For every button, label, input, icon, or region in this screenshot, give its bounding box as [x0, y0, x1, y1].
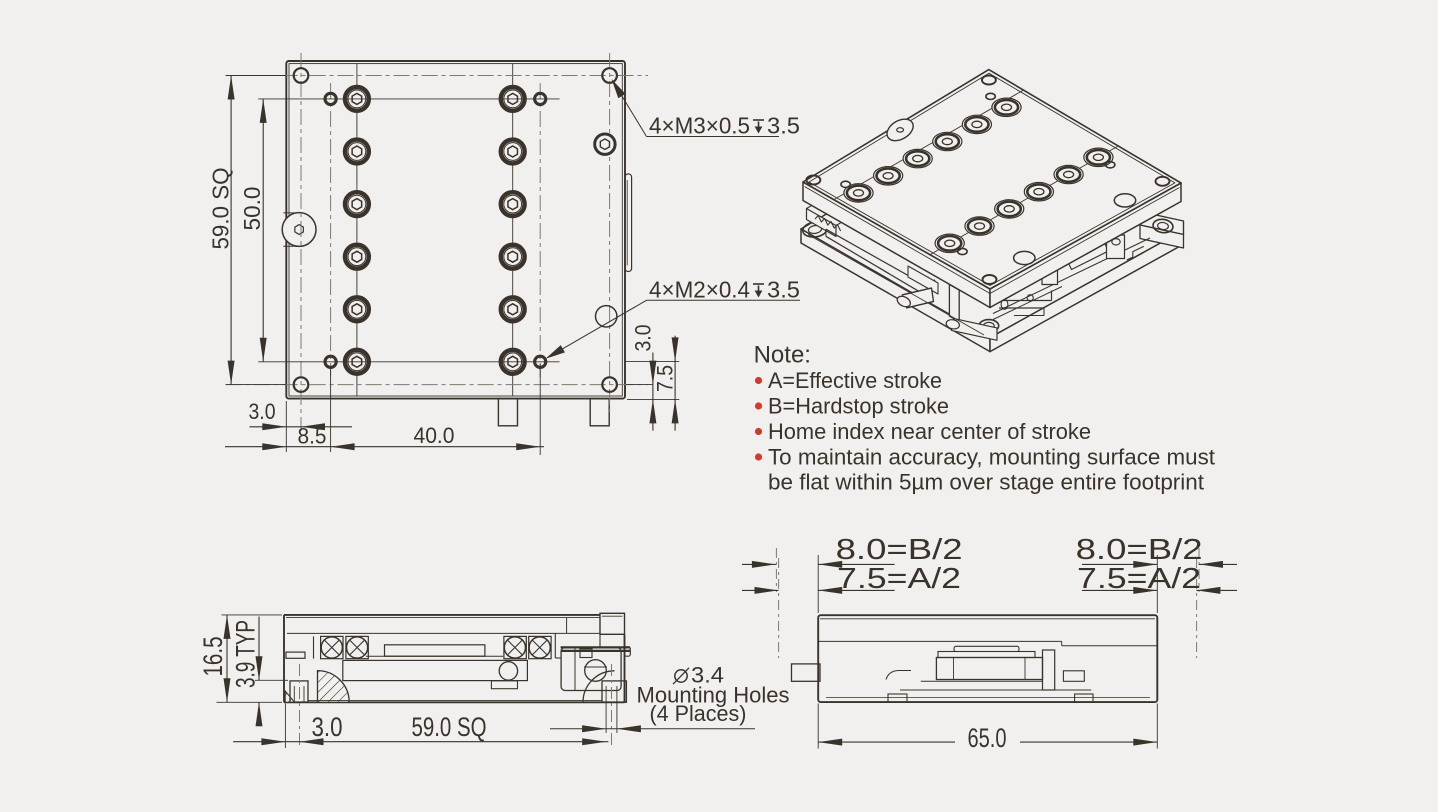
svg-text:(4 Places): (4 Places) [650, 701, 747, 726]
svg-text:8.0=B/2: 8.0=B/2 [1076, 534, 1203, 566]
svg-text:59.0 SQ: 59.0 SQ [208, 168, 234, 250]
svg-text:50.0: 50.0 [239, 187, 265, 231]
svg-text:3.0: 3.0 [312, 712, 343, 742]
svg-text:be flat within 5µm over stage: be flat within 5µm over stage entire foo… [768, 470, 1204, 495]
svg-text:7.5=A/2: 7.5=A/2 [1077, 563, 1201, 595]
svg-text:4×M2×0.4: 4×M2×0.4 [649, 277, 750, 303]
svg-text:Mounting Holes: Mounting Holes [637, 683, 790, 708]
svg-text:3.9 TYP: 3.9 TYP [231, 620, 261, 688]
svg-text:59.0 SQ: 59.0 SQ [412, 712, 487, 742]
svg-text:Note:: Note: [754, 342, 811, 369]
svg-text:8.0=B/2: 8.0=B/2 [836, 534, 963, 566]
svg-text:3.4: 3.4 [691, 663, 724, 688]
svg-text:3.0: 3.0 [631, 325, 656, 352]
svg-text:To maintain accuracy, mounting: To maintain accuracy, mounting surface m… [768, 445, 1215, 470]
svg-text:65.0: 65.0 [968, 723, 1007, 753]
svg-text:40.0: 40.0 [414, 423, 455, 448]
svg-text:Home index near center of stro: Home index near center of stroke [768, 419, 1091, 444]
svg-text:16.5: 16.5 [198, 637, 228, 677]
svg-text:3.0: 3.0 [249, 399, 276, 424]
svg-text:7.5=A/2: 7.5=A/2 [837, 563, 961, 595]
svg-text:3.5: 3.5 [767, 113, 800, 139]
svg-text:8.5: 8.5 [298, 424, 327, 449]
svg-text:7.5: 7.5 [653, 365, 678, 392]
svg-text:A=Effective stroke: A=Effective stroke [768, 368, 942, 393]
svg-text:4×M3×0.5: 4×M3×0.5 [649, 113, 750, 139]
svg-text:3.5: 3.5 [767, 277, 800, 303]
svg-text:B=Hardstop stroke: B=Hardstop stroke [768, 394, 949, 419]
